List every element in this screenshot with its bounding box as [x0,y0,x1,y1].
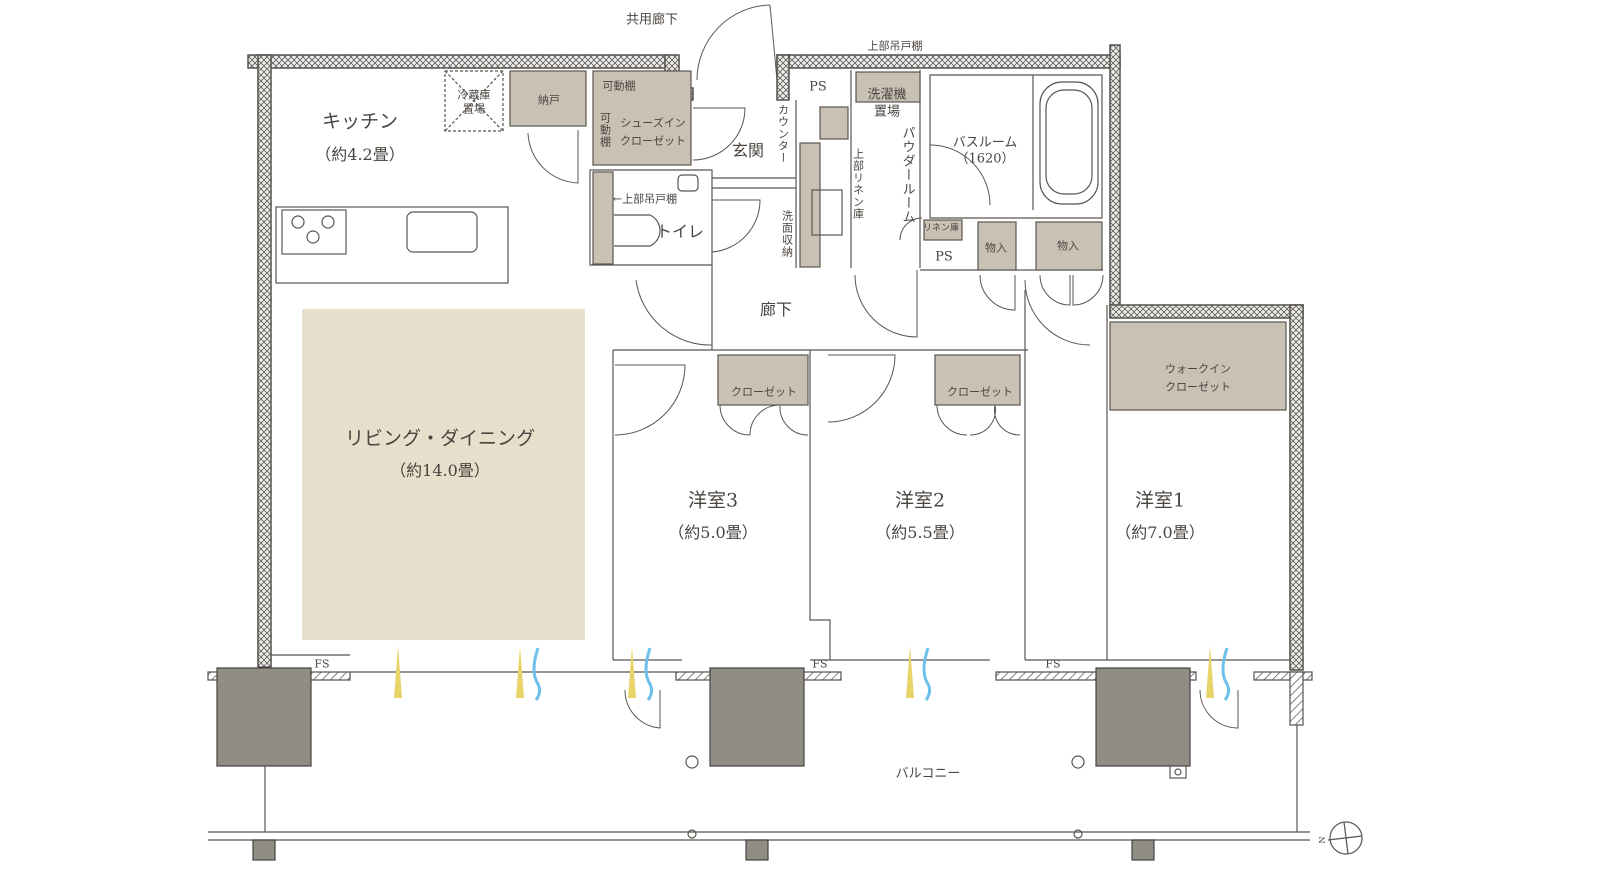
linen-label: リネン庫 [922,223,960,234]
compass-icon [1327,821,1363,855]
entrance-label: 玄関 [731,141,765,160]
closet3-label: クローゼット [731,385,797,399]
interior-walls [208,70,1310,841]
common-corridor-label: 共用廊下 [625,12,679,28]
walk-in-closet-label-1: ウォークイン [1165,362,1231,376]
hallway-label: 廊下 [759,300,793,319]
ps-bottom-label: PS [935,249,953,265]
nando-label: 納戸 [538,93,560,107]
washroom-storage-label: 洗面収納 [780,210,794,258]
fs-label: FS [1045,657,1061,671]
western2-label: 洋室2 [894,489,946,512]
walk-in-closet-label-2: クローゼット [1165,380,1231,394]
closet2-label: クローゼット [947,385,1013,399]
fridge-label-2: 置場 [463,102,485,116]
movable-shelf-side-label: 可動棚 [598,112,612,148]
upper-cabinet-label: 上部吊戸棚 [867,39,923,53]
washer-label-2: 置場 [873,104,901,120]
bathroom-size: （1620） [955,151,1015,167]
vent-icons [394,646,1214,698]
balcony-label: バルコニー [895,766,961,782]
western1-size: （約7.0畳） [1115,523,1205,542]
toilet-label: トイレ [655,222,705,241]
storage-right-label: 物入 [1057,239,1079,253]
kitchen-label: キッチン [321,110,399,133]
bathtub [1039,81,1099,205]
living-dining-floor [302,309,585,640]
doors [527,4,1239,729]
powder-room-label: パウダールーム [899,126,915,224]
bathroom-label: バスルーム [952,135,1018,151]
fridge-label-1: 冷蔵庫 [457,88,491,102]
fridge-space [444,70,504,132]
exterior-walls [247,44,1304,671]
counter-label: カウンター [776,104,790,164]
western3-size: （約5.0畳） [668,523,758,542]
kitchen-size: （約4.2畳） [315,145,405,164]
compass-north-label: N [1318,836,1327,844]
washer-label-1: 洗濯機 [867,87,907,103]
upper-linen-label: 上部リネン庫 [851,148,865,220]
balcony-columns [216,667,1191,861]
stove [281,209,347,255]
storage-left-label: 物入 [985,241,1007,255]
kitchen-sink [406,211,478,253]
movable-shelf-label: 可動棚 [602,79,636,93]
ps-label: PS [809,79,827,95]
shoes-closet-label-1: シューズイン [620,116,686,130]
living-dining-label: リビング・ダイニング [344,427,536,450]
living-dining-size: （約14.0畳） [390,461,490,480]
shoes-closet-label-2: クローゼット [620,134,686,148]
fs-label: FS [314,657,330,671]
fs-label: FS [812,657,828,671]
western3-label: 洋室3 [687,489,739,512]
western2-size: （約5.5畳） [875,523,965,542]
western1-label: 洋室1 [1134,489,1186,512]
toilet-upper-cabinet-label: ←上部吊戸棚 [612,192,678,206]
toilet-bowl [614,214,661,247]
storage-blocks [509,70,1287,411]
